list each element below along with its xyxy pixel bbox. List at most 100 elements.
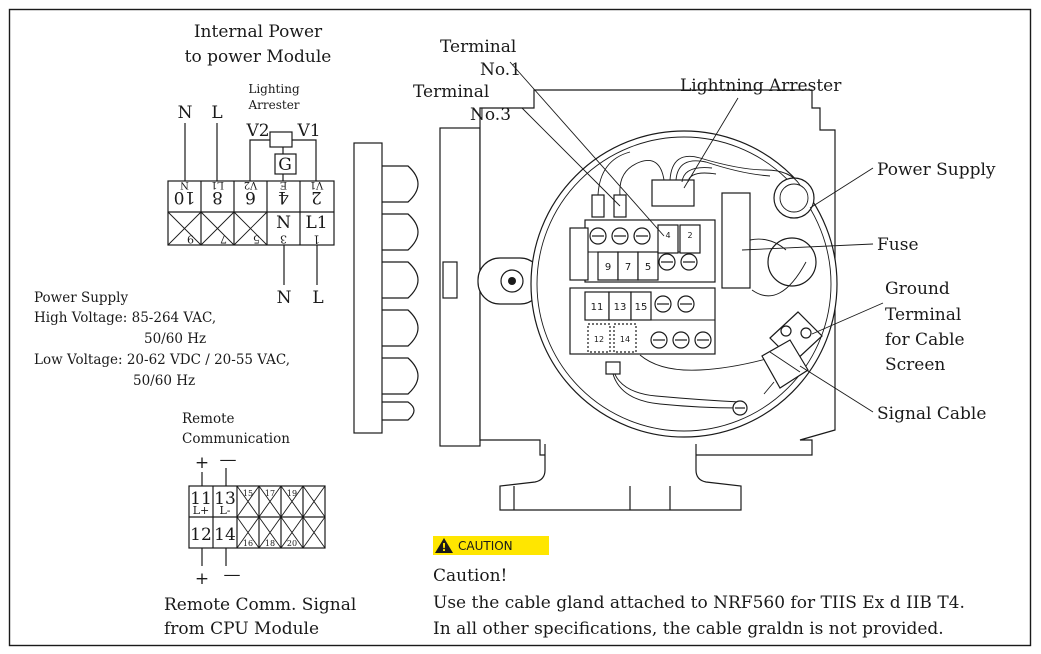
terminal-no1-line2: No.1	[480, 60, 521, 80]
label-v1: V1	[296, 121, 320, 141]
remote-terminal-17-number: 17	[265, 489, 275, 498]
leader-ground-terminal	[811, 302, 884, 335]
power-terminal-8-number: 8	[212, 187, 223, 207]
ground-label-line3: for Cable	[885, 330, 965, 350]
leader-signal-cable	[799, 365, 874, 413]
power-terminal-4-sub: E	[280, 179, 287, 190]
strip-lower-14: 14	[620, 335, 630, 344]
fuse-label: Fuse	[877, 235, 919, 255]
internal-power-section: Internal Power to power Module Lighting …	[167, 22, 335, 308]
strip-upper-9: 9	[605, 262, 611, 273]
label-l-bottom: L	[312, 288, 323, 308]
arrester-wire-v1	[292, 139, 317, 181]
strip-lower-12: 12	[594, 335, 604, 344]
remote-plus-top: +	[195, 453, 209, 473]
label-l-top: L	[211, 103, 222, 123]
remote-minus-bottom: —	[224, 565, 241, 585]
lower-terminal-strip	[569, 287, 716, 355]
remote-terminal-11-number: 11	[190, 489, 212, 509]
remote-terminal-20-number: 20	[287, 539, 297, 548]
strip-upper-4: 4	[665, 231, 670, 240]
cooling-fins	[353, 142, 419, 434]
power-terminal-7-number: 7	[220, 232, 227, 245]
terminal-no3-line2: No.3	[470, 105, 511, 125]
terminal-no3-line1: Terminal	[413, 82, 489, 102]
remote-terminal-18-number: 18	[265, 539, 275, 548]
low-voltage-line: Low Voltage: 20-62 VDC / 20-55 VAC,	[34, 352, 290, 368]
label-g: G	[278, 155, 292, 175]
internal-power-title-line1: Internal Power	[194, 22, 323, 42]
remote-label-line2: Communication	[182, 431, 290, 447]
remote-terminal-19-number: 19	[287, 489, 297, 498]
caution-badge	[433, 536, 549, 555]
mounting-stand	[499, 444, 742, 511]
remote-signal-line2: from CPU Module	[164, 619, 319, 639]
ground-label-line1: Ground	[885, 279, 950, 299]
remote-terminal-block	[188, 485, 326, 549]
ground-label-line2: Terminal	[885, 305, 961, 325]
label-v2: V2	[245, 121, 269, 141]
arrester-label-line2: Arrester	[247, 98, 299, 112]
cable-connector-bottom	[605, 361, 621, 375]
power-supply-heading: Power Supply	[34, 290, 128, 306]
strip-lower-13: 13	[614, 302, 627, 313]
device-callouts: Terminal No.1 Terminal No.3 Lightning Ar…	[413, 37, 996, 424]
arrester-symbol	[269, 131, 293, 148]
label-n-bottom: N	[277, 288, 292, 308]
outer-frame	[8, 8, 1032, 647]
power-terminal-block	[167, 180, 335, 246]
power-terminal-6-sub: V2	[244, 179, 259, 190]
power-terminal-1-number: 1	[313, 232, 320, 245]
lightning-arrester-label: Lightning Arrester	[680, 76, 842, 96]
strip-lower-11: 11	[591, 302, 604, 313]
high-voltage-freq: 50/60 Hz	[144, 331, 206, 347]
terminal-no1-line1: Terminal	[440, 37, 516, 57]
leader-lightning-arrester	[683, 97, 739, 189]
device-housing-drawing: 9 7 5 4 2 11	[353, 89, 838, 511]
power-terminal-10-number: 10	[174, 187, 196, 207]
internal-power-title-line2: to power Module	[185, 47, 332, 67]
remote-terminal-14-number: 14	[214, 525, 236, 545]
power-terminal-1-sub: L1	[305, 213, 327, 233]
arrester-label-line1: Lighting	[248, 82, 300, 96]
strip-upper-5: 5	[645, 262, 651, 273]
signal-cable-gland	[761, 339, 809, 395]
high-voltage-line: High Voltage: 85-264 VAC,	[34, 310, 216, 326]
power-terminal-3-sub: N	[276, 213, 291, 233]
remote-terminal-11-sub: L+	[193, 504, 210, 517]
svg-text:!: !	[441, 541, 446, 554]
power-terminal-4-number: 4	[278, 187, 289, 207]
remote-minus-top: —	[220, 450, 237, 470]
caution-badge-text: CAUTION	[458, 539, 513, 553]
upper-screws	[589, 194, 698, 271]
leader-terminal-no3	[521, 107, 621, 207]
power-terminal-6-number: 6	[245, 187, 256, 207]
caution-line1: Use the cable gland attached to NRF560 f…	[433, 593, 965, 613]
remote-terminal-15-number: 15	[243, 489, 253, 498]
caution-line2: In all other specifications, the cable g…	[433, 619, 944, 639]
signal-cable-label: Signal Cable	[877, 404, 986, 424]
leader-terminal-no1	[509, 61, 665, 237]
fuse-gland	[767, 237, 817, 287]
caution-section: ! CAUTION Caution! Use the cable gland a…	[433, 536, 965, 639]
strip-lower-15: 15	[635, 302, 648, 313]
power-terminal-8-sub: L1	[211, 179, 224, 190]
power-terminal-9-number: 9	[187, 232, 194, 245]
flange-bolt-block	[442, 261, 458, 299]
remote-plus-bottom: +	[195, 569, 209, 589]
power-terminal-2-sub: V1	[310, 179, 325, 190]
arrester-wire-v2	[249, 139, 270, 181]
warning-triangle-icon	[435, 538, 453, 553]
fuse-part	[721, 192, 751, 289]
label-n-top: N	[178, 103, 193, 123]
power-supply-spec: Power Supply High Voltage: 85-264 VAC, 5…	[34, 290, 290, 389]
remote-terminal-16-number: 16	[243, 539, 253, 548]
ground-box	[274, 153, 297, 175]
remote-terminal-13-number: 13	[214, 489, 236, 509]
power-terminal-2-number: 2	[311, 187, 322, 207]
power-terminal-5-number: 5	[253, 232, 260, 245]
